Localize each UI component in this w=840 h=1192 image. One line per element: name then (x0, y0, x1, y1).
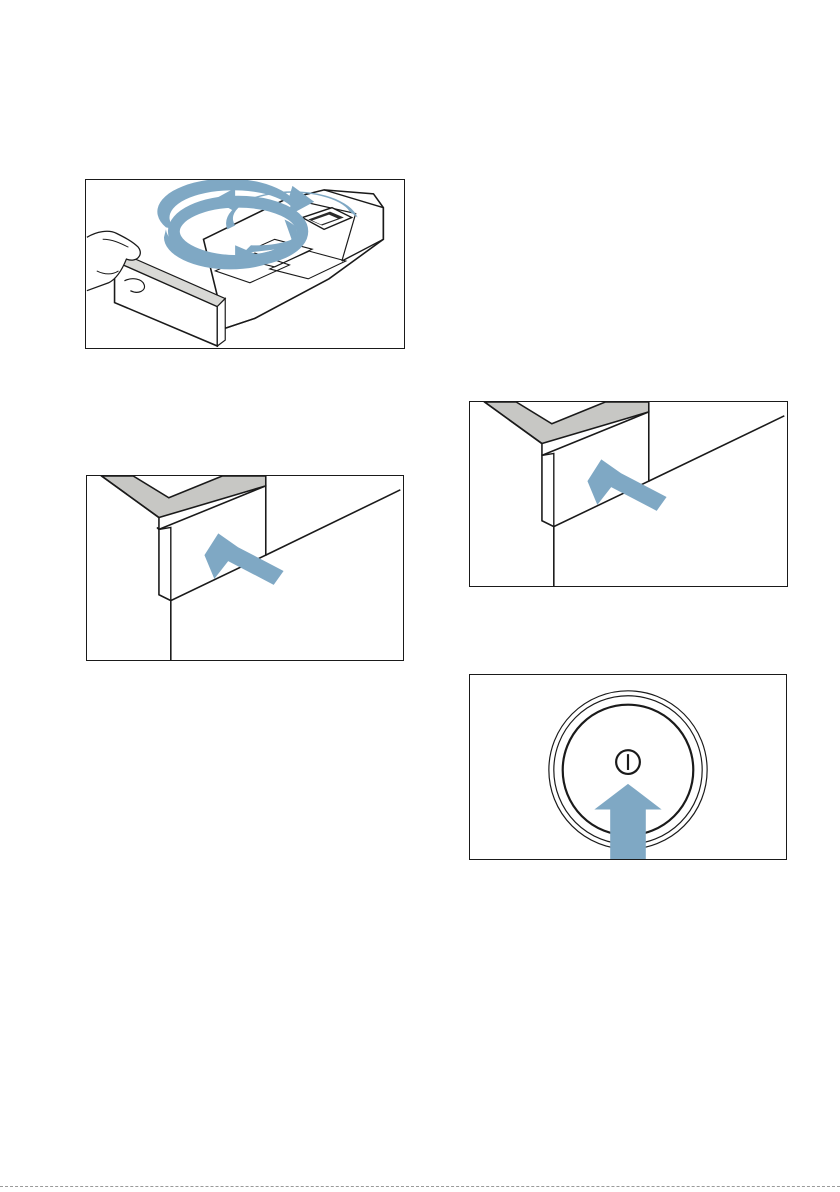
drawer-insert-illustration-left (86, 475, 404, 661)
drawer-insert-drawing-left (87, 476, 403, 660)
drawer-insert-drawing-right (470, 402, 787, 586)
power-button-drawing (470, 675, 786, 859)
power-button-illustration (469, 674, 787, 860)
page-bottom-rule (0, 1186, 840, 1187)
drawer-rotate-drawing (86, 180, 404, 348)
drawer-insert-illustration-right (469, 401, 788, 587)
drawer-rotate-illustration (85, 179, 405, 349)
